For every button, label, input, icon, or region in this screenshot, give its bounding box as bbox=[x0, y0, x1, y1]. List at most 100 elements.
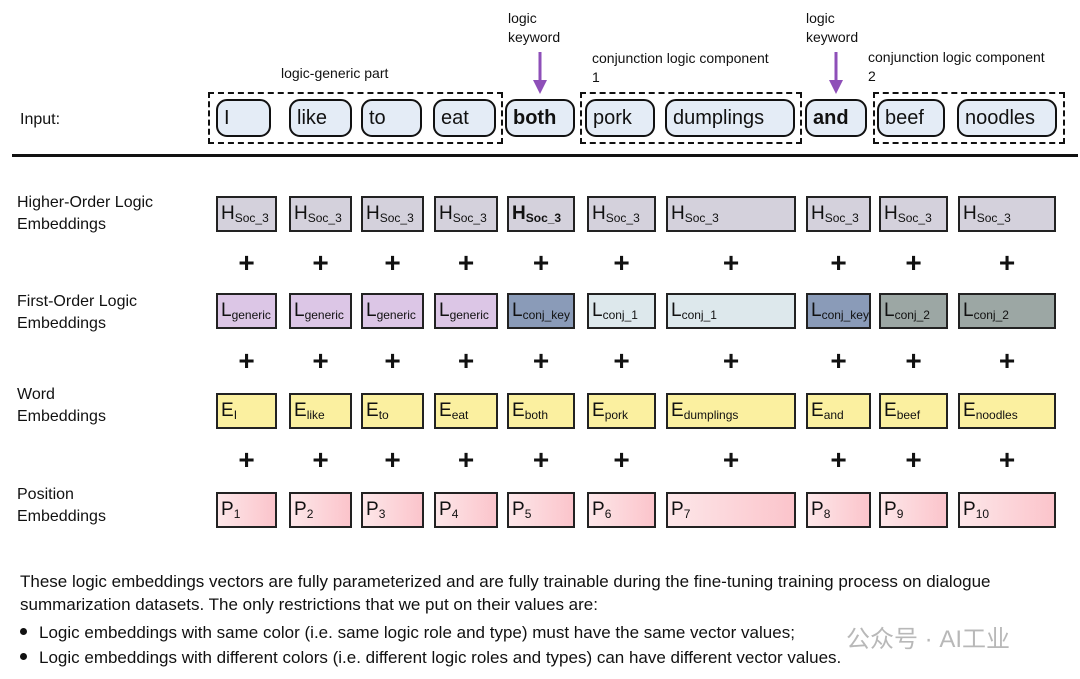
position-emb-9: P9 bbox=[879, 492, 948, 528]
position-emb-4-subscript: 4 bbox=[451, 507, 459, 521]
higher-order-emb-1-symbol: H bbox=[221, 203, 235, 224]
higher-order-emb-2-symbol: H bbox=[294, 203, 308, 224]
first-order-emb-5: Lconj_key bbox=[507, 293, 575, 329]
higher-order-emb-8-subscript: Soc_3 bbox=[824, 211, 859, 225]
first-order-emb-3-subscript: generic bbox=[376, 308, 416, 322]
first-order-emb-6-subscript: conj_1 bbox=[602, 308, 638, 322]
position-emb-8-symbol: P bbox=[811, 499, 824, 520]
first-order-label-line2: Embeddings bbox=[17, 315, 106, 332]
higher-order-emb-6: HSoc_3 bbox=[587, 196, 656, 232]
position-emb-10: P10 bbox=[958, 492, 1056, 528]
position-emb-2-symbol: P bbox=[294, 499, 307, 520]
token-and: and bbox=[805, 99, 867, 137]
higher-order-emb-5-symbol: H bbox=[512, 203, 526, 224]
word-emb-5-symbol: E bbox=[512, 400, 525, 421]
position-emb-2-subscript: 2 bbox=[306, 507, 314, 521]
first-order-emb-5-subscript: conj_key bbox=[522, 308, 570, 322]
plus-first-word-9: + bbox=[905, 345, 922, 376]
first-order-emb-2: Lgeneric bbox=[289, 293, 352, 329]
position-emb-label: Position Embeddings bbox=[17, 484, 106, 528]
token-pork: pork bbox=[585, 99, 655, 137]
plus-first-word-10: + bbox=[998, 345, 1016, 376]
conj1-line2: 1 bbox=[592, 69, 600, 85]
plus-higher-first-5: + bbox=[532, 247, 550, 278]
word-emb-2: Elike bbox=[289, 393, 352, 429]
position-emb-9-symbol: P bbox=[884, 499, 897, 520]
keyword-arrow-1 bbox=[533, 52, 547, 94]
word-emb-10: Enoodles bbox=[958, 393, 1056, 429]
higher-order-emb-2-subscript: Soc_3 bbox=[307, 211, 342, 225]
position-emb-8-subscript: 8 bbox=[823, 507, 831, 521]
keyword2-line2: keyword bbox=[806, 29, 859, 45]
position-emb-6-subscript: 6 bbox=[604, 507, 612, 521]
position-emb-8: P8 bbox=[806, 492, 871, 528]
plus-word-position-1: + bbox=[238, 444, 255, 475]
higher-order-emb-6-symbol: H bbox=[592, 203, 606, 224]
first-order-emb-8-subscript: conj_key bbox=[821, 308, 869, 322]
first-order-emb-6: Lconj_1 bbox=[587, 293, 656, 329]
higher-order-emb-3-symbol: H bbox=[366, 203, 380, 224]
higher-order-emb-5: HSoc_3 bbox=[507, 196, 575, 232]
higher-order-emb-2: HSoc_3 bbox=[289, 196, 352, 232]
first-order-emb-8-symbol: L bbox=[811, 300, 822, 321]
word-emb-label-line2: Embeddings bbox=[17, 408, 106, 425]
first-order-emb-2-subscript: generic bbox=[304, 308, 344, 322]
word-emb-5-subscript: both bbox=[524, 408, 549, 422]
plus-first-word-5: + bbox=[532, 345, 550, 376]
position-emb-6-symbol: P bbox=[592, 499, 605, 520]
higher-order-emb-9-symbol: H bbox=[884, 203, 898, 224]
position-emb-7-symbol: P bbox=[671, 499, 684, 520]
first-order-emb-1: Lgeneric bbox=[216, 293, 277, 329]
word-emb-4: Eeat bbox=[434, 393, 498, 429]
higher-order-emb-4-symbol: H bbox=[439, 203, 453, 224]
word-emb-7-subscript: dumplings bbox=[683, 408, 739, 422]
plus-first-word-7: + bbox=[722, 345, 740, 376]
plus-first-word-3: + bbox=[384, 345, 401, 376]
first-order-emb-4: Lgeneric bbox=[434, 293, 498, 329]
word-emb-7-symbol: E bbox=[671, 400, 684, 421]
token-like: like bbox=[289, 99, 352, 137]
plus-word-position-10: + bbox=[998, 444, 1016, 475]
word-emb-9-subscript: beef bbox=[896, 408, 921, 422]
first-order-emb-9-subscript: conj_2 bbox=[894, 308, 930, 322]
plus-higher-first-4: + bbox=[457, 247, 475, 278]
position-emb-5-symbol: P bbox=[512, 499, 525, 520]
position-emb-1-subscript: 1 bbox=[233, 507, 241, 521]
word-emb-2-subscript: like bbox=[306, 408, 325, 422]
first-order-emb-5-symbol: L bbox=[512, 300, 523, 321]
first-order-emb-10: Lconj_2 bbox=[958, 293, 1056, 329]
bullet-dot-1 bbox=[20, 628, 27, 636]
first-order-emb-9: Lconj_2 bbox=[879, 293, 948, 329]
position-emb-5: P5 bbox=[507, 492, 575, 528]
position-emb-7: P7 bbox=[666, 492, 796, 528]
watermark: 公众号 · AI工业 bbox=[846, 626, 1011, 653]
word-emb-label: Word Embeddings bbox=[17, 384, 106, 428]
word-emb-6: Epork bbox=[587, 393, 656, 429]
first-order-emb-7-symbol: L bbox=[671, 300, 682, 321]
conj2-line2: 2 bbox=[868, 68, 876, 84]
generic-part-dashed-box bbox=[208, 92, 503, 144]
word-emb-3: Eto bbox=[361, 393, 424, 429]
token-i: I bbox=[216, 99, 271, 137]
word-emb-9-symbol: E bbox=[884, 400, 897, 421]
plus-word-position-6: + bbox=[613, 444, 630, 475]
word-emb-10-symbol: E bbox=[963, 400, 976, 421]
conj2-dashed-box bbox=[873, 92, 1065, 144]
keyword-arrow-2 bbox=[829, 52, 843, 94]
bullet-1-text: Logic embeddings with same color (i.e. s… bbox=[39, 623, 795, 642]
higher-order-emb-7-subscript: Soc_3 bbox=[684, 211, 719, 225]
plus-word-position-8: + bbox=[830, 444, 847, 475]
plus-higher-first-1: + bbox=[238, 247, 255, 278]
higher-order-emb-7: HSoc_3 bbox=[666, 196, 796, 232]
plus-higher-first-3: + bbox=[384, 247, 401, 278]
divider-line bbox=[12, 154, 1078, 157]
plus-first-word-1: + bbox=[238, 345, 255, 376]
plus-word-position-9: + bbox=[905, 444, 922, 475]
first-order-emb-9-symbol: L bbox=[884, 300, 895, 321]
position-emb-10-symbol: P bbox=[963, 499, 976, 520]
higher-order-label-line2: Embeddings bbox=[17, 216, 106, 233]
word-emb-4-subscript: eat bbox=[451, 408, 469, 422]
plus-higher-first-7: + bbox=[722, 247, 740, 278]
word-emb-1-symbol: E bbox=[221, 400, 234, 421]
higher-order-emb-9-subscript: Soc_3 bbox=[897, 211, 932, 225]
